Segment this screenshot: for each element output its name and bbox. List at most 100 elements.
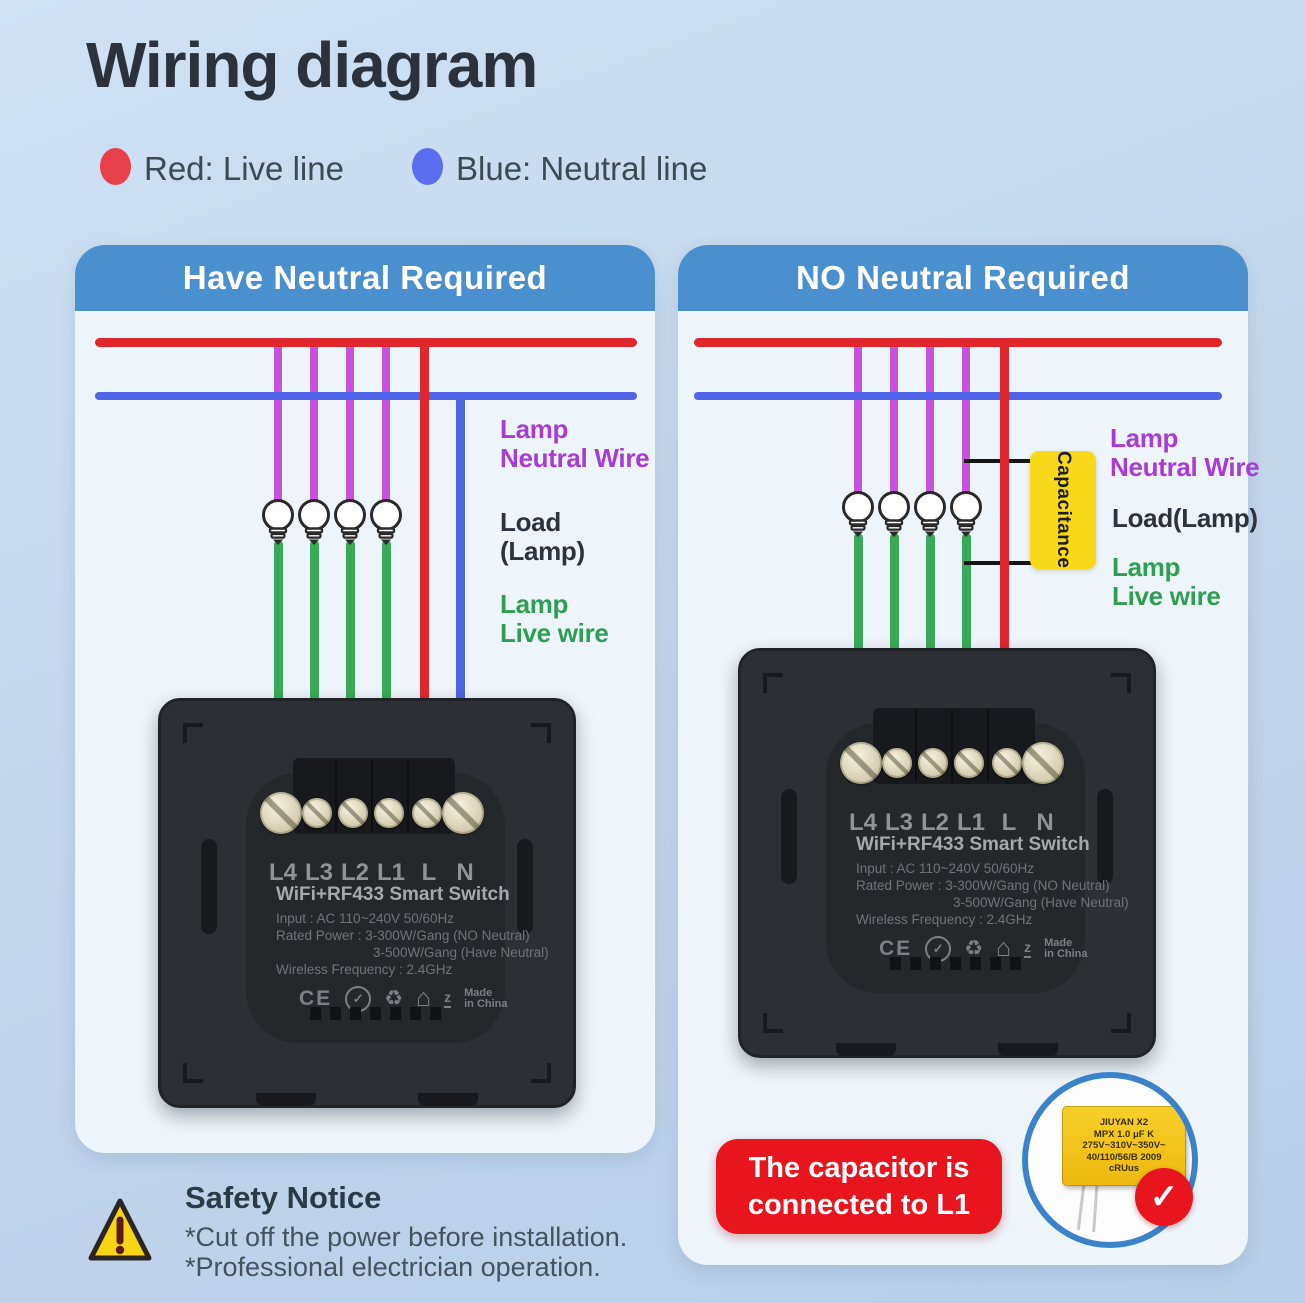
terminal-screw-L1 bbox=[374, 798, 404, 828]
capacitor-voltage: 275V~310V~350V~ bbox=[1082, 1140, 1166, 1152]
terminal-label-L1: L1 bbox=[956, 809, 986, 836]
safety-notice-title: Safety Notice bbox=[185, 1180, 382, 1215]
live-wire-drop bbox=[420, 341, 429, 815]
checkmark-icon: ✓ bbox=[1149, 1178, 1179, 1216]
panel-have-neutral-header: Have Neutral Required bbox=[75, 245, 655, 311]
lamp-live-label-line1: Lamp bbox=[1112, 552, 1181, 582]
terminal-label-L2: L2 bbox=[340, 859, 370, 886]
screw-mark bbox=[763, 1013, 783, 1033]
load-label: Load(Lamp) bbox=[1112, 503, 1258, 533]
capacitor-brand: JIUYAN X2 bbox=[1099, 1117, 1149, 1129]
made-in-line1: Made bbox=[464, 986, 493, 999]
lamp-neutral-label: Lamp Neutral Wire bbox=[1110, 424, 1260, 482]
terminal-slot bbox=[407, 760, 409, 832]
made-in-line2: in China bbox=[1044, 947, 1088, 960]
screw-mark bbox=[1111, 1013, 1131, 1033]
capacitor-certs: cRUus bbox=[1108, 1163, 1140, 1175]
screw-mark bbox=[183, 723, 203, 743]
switch-spec-input: Input : AC 110~240V 50/60Hz bbox=[856, 861, 1035, 876]
lamp-icon bbox=[262, 499, 294, 545]
lamp-icon bbox=[842, 491, 874, 537]
lamp-neutral-label-line2: Neutral Wire bbox=[1110, 452, 1260, 482]
mount-slot bbox=[1097, 789, 1113, 884]
terminal-label-L: L bbox=[1001, 809, 1017, 836]
lamp-neutral-label: Lamp Neutral Wire bbox=[500, 415, 650, 473]
terminal-screw-L3 bbox=[882, 748, 912, 778]
terminal-label-L: L bbox=[421, 859, 437, 886]
made-in-line1: Made bbox=[1044, 936, 1073, 949]
lamp-live-wire bbox=[382, 540, 391, 815]
live-line-bus bbox=[694, 338, 1222, 347]
load-label-line1: Load bbox=[500, 507, 561, 537]
warning-icon bbox=[88, 1198, 152, 1261]
lamp-live-wire bbox=[310, 540, 319, 815]
terminal-slot bbox=[335, 760, 337, 832]
lamp-icon bbox=[950, 491, 982, 537]
ce-mark-icon: CE bbox=[299, 986, 333, 1010]
panel-no-neutral-header: NO Neutral Required bbox=[678, 245, 1248, 311]
smart-switch-back: L4 L3 L2 L1 L N WiFi+RF433 Smart Switch … bbox=[158, 698, 576, 1108]
vent-slot bbox=[370, 1007, 381, 1020]
switch-spec-power2: 3-500W/Gang (Have Neutral) bbox=[373, 945, 549, 960]
lamp-neutral-wire bbox=[346, 341, 354, 506]
lamp-neutral-label-line2: Neutral Wire bbox=[500, 443, 650, 473]
capacitor-leg bbox=[1092, 1179, 1099, 1233]
vent-slot bbox=[910, 957, 921, 970]
vent-slot bbox=[430, 1007, 441, 1020]
terminal-screw-L2 bbox=[918, 748, 948, 778]
terminal-screw-N bbox=[442, 792, 484, 834]
terminal-screw-L1 bbox=[954, 748, 984, 778]
lamp-live-label: Lamp Live wire bbox=[500, 590, 609, 648]
lamp-neutral-wire bbox=[382, 341, 390, 506]
vent-slot bbox=[990, 957, 1001, 970]
safety-notice-line1: *Cut off the power before installation. bbox=[185, 1222, 628, 1252]
live-wire-drop bbox=[1000, 341, 1009, 765]
switch-spec-power1: Rated Power : 3-300W/Gang (NO Neutral) bbox=[856, 878, 1110, 893]
lamp-icon bbox=[914, 491, 946, 537]
switch-spec-power2: 3-500W/Gang (Have Neutral) bbox=[953, 895, 1129, 910]
terminal-slot bbox=[987, 710, 989, 782]
terminal-label-L3: L3 bbox=[304, 859, 334, 886]
live-line-legend-label: Red: Live line bbox=[144, 150, 344, 187]
made-in-china-label: Made in China bbox=[1044, 936, 1088, 960]
terminal-screw-L2 bbox=[338, 798, 368, 828]
switch-spec-frequency: Wireless Frequency : 2.4GHz bbox=[856, 912, 1033, 927]
lamp-live-wire bbox=[274, 540, 283, 815]
switch-title: WiFi+RF433 Smart Switch bbox=[856, 834, 1090, 855]
lamp-icon bbox=[370, 499, 402, 545]
lamp-icon bbox=[298, 499, 330, 545]
vent-slot bbox=[890, 957, 901, 970]
z-mark-icon: z bbox=[1024, 939, 1032, 958]
terminal-screw-L bbox=[412, 798, 442, 828]
mount-slot bbox=[517, 839, 533, 934]
certification-row: CE ✓ ♻ ⌂ z Made in China bbox=[879, 934, 1088, 963]
ce-mark-icon: CE bbox=[879, 936, 913, 960]
house-icon: ⌂ bbox=[996, 934, 1012, 962]
capacitor-note: The capacitor is connected to L1 bbox=[716, 1139, 1002, 1234]
smart-switch-back: L4 L3 L2 L1 L N WiFi+RF433 Smart Switch … bbox=[738, 648, 1156, 1058]
capacitance-box: Capacitance bbox=[1030, 451, 1096, 569]
neutral-line-bus bbox=[694, 392, 1222, 400]
neutral-line-legend-dot bbox=[412, 148, 443, 185]
vent-slot bbox=[390, 1007, 401, 1020]
made-in-line2: in China bbox=[464, 997, 508, 1010]
lamp-live-label-line2: Live wire bbox=[500, 618, 609, 648]
switch-spec-input: Input : AC 110~240V 50/60Hz bbox=[276, 911, 455, 926]
lamp-neutral-wire bbox=[274, 341, 282, 506]
terminal-screw-N bbox=[1022, 742, 1064, 784]
lamp-neutral-wire bbox=[890, 341, 898, 498]
house-icon: ⌂ bbox=[416, 984, 432, 1012]
checkmark-badge: ✓ bbox=[1135, 1168, 1193, 1226]
lamp-live-label-line1: Lamp bbox=[500, 589, 569, 619]
terminal-screw-L4 bbox=[840, 742, 882, 784]
mount-tab bbox=[836, 1043, 896, 1056]
z-mark-icon: z bbox=[444, 989, 452, 1008]
terminal-label-N: N bbox=[1036, 809, 1054, 836]
lamp-icon bbox=[878, 491, 910, 537]
live-line-legend-dot bbox=[100, 148, 131, 185]
terminal-label-L1: L1 bbox=[376, 859, 406, 886]
mount-slot bbox=[201, 839, 217, 934]
mount-tab bbox=[418, 1093, 478, 1106]
terminal-slot bbox=[951, 710, 953, 782]
